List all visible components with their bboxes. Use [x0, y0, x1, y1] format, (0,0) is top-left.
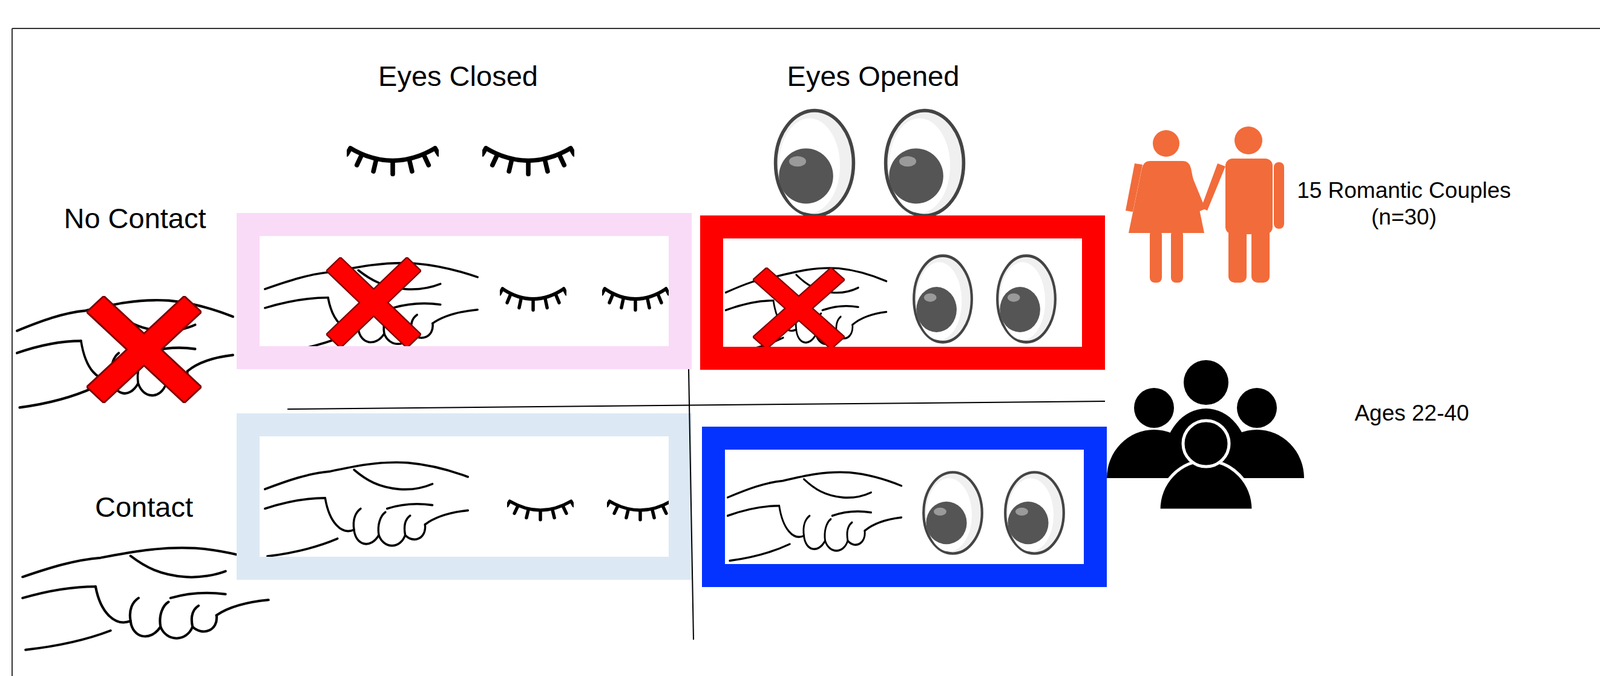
row-label: Contact — [95, 490, 194, 525]
open-eye-icon — [913, 255, 972, 343]
condition-frame — [248, 224, 681, 358]
row-label: No Contact — [63, 201, 206, 236]
condition-frame — [248, 424, 681, 569]
column-heading: Eyes Closed — [378, 59, 538, 94]
hands-icon — [727, 472, 902, 561]
divider-line — [287, 401, 1105, 410]
left-rule — [11, 28, 13, 676]
closed-eye-icon — [482, 148, 575, 175]
sample-note: 15 Romantic Couples (n=30) — [1282, 177, 1525, 231]
divider-line — [688, 369, 694, 640]
closed-eye-icon — [606, 501, 674, 520]
closed-eye-icon — [507, 501, 574, 520]
closed-eye-icon — [602, 288, 669, 310]
couple-icon — [1125, 126, 1285, 283]
open-eye-icon — [1005, 472, 1064, 554]
cross-mark — [752, 267, 845, 350]
cross-mark — [86, 295, 202, 404]
closed-eye-icon — [346, 148, 439, 175]
condition-frame — [713, 438, 1096, 576]
hands-icon — [725, 268, 887, 355]
box-ground — [700, 215, 1105, 370]
box-ground — [236, 213, 692, 370]
column-heading: Eyes Opened — [787, 59, 960, 94]
hands-icon — [265, 462, 469, 557]
open-eye-icon — [885, 110, 964, 217]
condition-frame — [711, 226, 1094, 359]
box-ground — [701, 426, 1107, 587]
open-eye-icon — [775, 110, 854, 217]
open-eye-icon — [923, 472, 983, 554]
open-eye-icon — [997, 255, 1056, 343]
closed-eye-icon — [499, 288, 567, 310]
age-note: Ages 22-40 — [1354, 400, 1469, 427]
top-rule — [12, 27, 1600, 30]
box-ground — [236, 413, 692, 580]
group-icon — [1106, 360, 1305, 511]
cross-mark — [326, 257, 422, 348]
hands-icon — [22, 547, 269, 650]
